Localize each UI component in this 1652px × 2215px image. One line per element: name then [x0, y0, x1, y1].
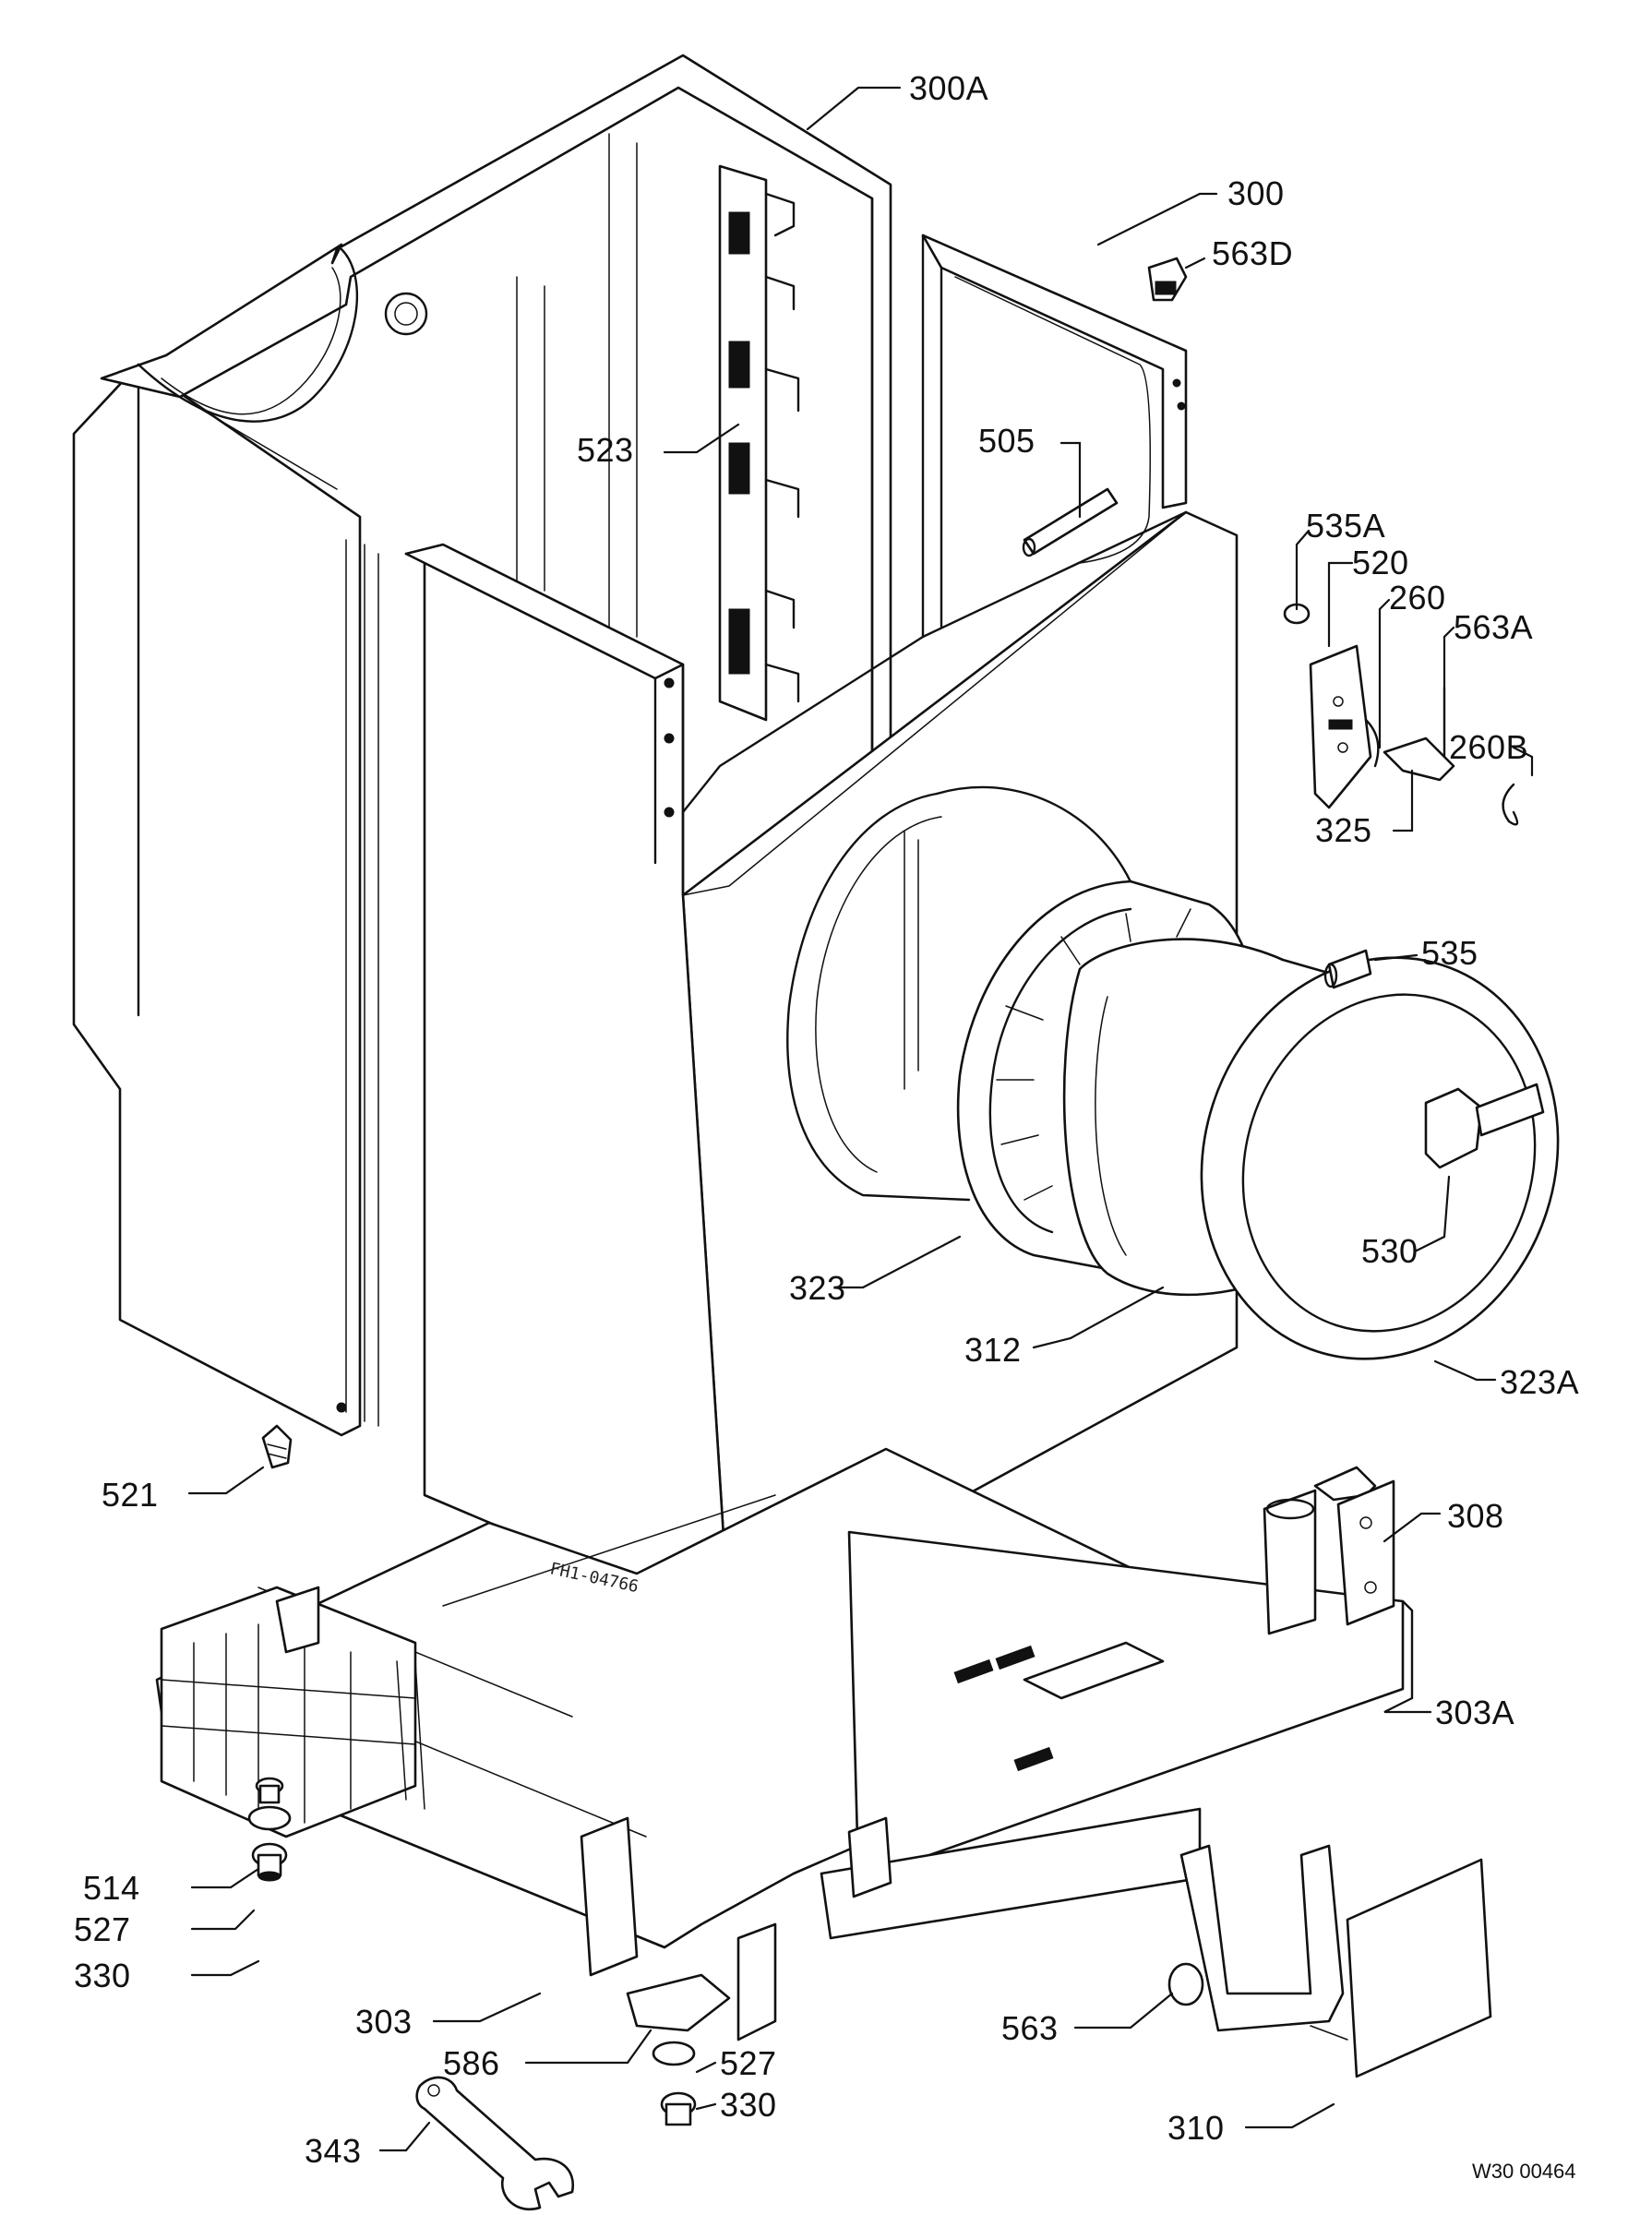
callout-520: 520: [1352, 544, 1409, 581]
callout-300A: 300A: [909, 69, 988, 107]
callout-330-left: 330: [74, 1957, 131, 1994]
leader-lines: [187, 86, 1534, 2152]
callout-586: 586: [443, 2044, 500, 2082]
callout-343: 343: [305, 2132, 362, 2170]
callout-312: 312: [964, 1331, 1022, 1369]
callout-527-left: 527: [74, 1910, 131, 1948]
screw-521: [261, 1424, 293, 1469]
callout-530: 530: [1361, 1232, 1419, 1270]
hinge-bracket-308: [1263, 1466, 1395, 1635]
callout-325: 325: [1315, 811, 1372, 849]
callout-labels: 300A 300 563D 523 505 535A 520 260 563A …: [74, 69, 1579, 2170]
callout-323: 323: [789, 1269, 846, 1307]
clip-563D: [1147, 257, 1188, 302]
callout-300: 300: [1227, 174, 1285, 212]
door-assembly: [956, 880, 1560, 1360]
callout-330-right: 330: [720, 2086, 777, 2124]
callout-323A: 323A: [1500, 1363, 1579, 1401]
callout-535A: 535A: [1306, 507, 1385, 545]
callout-563D: 563D: [1212, 234, 1293, 272]
callout-514: 514: [83, 1869, 140, 1907]
callout-308: 308: [1447, 1497, 1504, 1535]
base-frame: [155, 1447, 1414, 2041]
panel-310: [1310, 1858, 1492, 2078]
callout-523: 523: [577, 431, 634, 469]
door-lock-parts: [1283, 603, 1519, 826]
callout-505: 505: [978, 422, 1035, 460]
left-foot-set: [247, 1777, 292, 1882]
callout-303: 303: [355, 2003, 413, 2041]
callout-521: 521: [102, 1476, 159, 1514]
callout-260B: 260B: [1449, 728, 1528, 766]
wrench-343: [415, 2076, 575, 2210]
callout-535: 535: [1421, 934, 1478, 972]
rear-rail-523: [718, 164, 800, 722]
bracket-563: [1167, 1844, 1345, 2032]
right-foot-set: [626, 1973, 731, 2126]
callout-303A: 303A: [1435, 1694, 1514, 1731]
callout-260: 260: [1389, 579, 1446, 617]
drawing-code: W30 00464: [1472, 2160, 1576, 2183]
callout-563A: 563A: [1454, 608, 1533, 646]
callout-527-right: 527: [720, 2044, 777, 2082]
rear-cabinet-shell: [72, 54, 892, 1437]
callout-310: 310: [1167, 2109, 1225, 2147]
callout-563: 563: [1001, 2009, 1059, 2047]
rod-505: [1022, 487, 1119, 557]
